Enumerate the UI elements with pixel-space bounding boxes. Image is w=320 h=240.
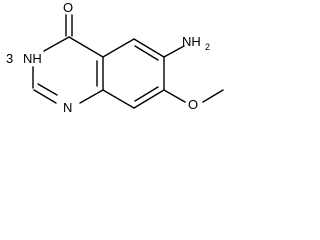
bond-c5-c6-inner: [134, 45, 159, 61]
bond-c4-n3: [43, 36, 70, 52]
bond-c2-n1-double-2: [37, 83, 58, 96]
atom-labels: O 3 NH N NH 2 O: [6, 0, 210, 115]
bond-c2-n1-double-1: [33, 89, 57, 104]
bond-o-ch3: [202, 89, 224, 103]
carbonyl-oxygen-label: O: [63, 0, 73, 15]
bond-c4a-c5: [102, 38, 135, 58]
bond-c7-c8: [133, 89, 165, 109]
ring-nh-prefix-label: 3: [6, 51, 13, 66]
amino-h-subscript: 2: [205, 42, 210, 52]
bonds: [32, 14, 224, 109]
amino-nh-label: NH: [182, 34, 201, 49]
molecule-canvas: O 3 NH N NH 2 O: [0, 0, 228, 136]
ring-nh-label: NH: [23, 51, 42, 66]
bond-c4-c4a: [68, 36, 104, 58]
ring-n-label: N: [63, 100, 72, 115]
methoxy-oxygen-label: O: [188, 97, 198, 112]
bond-c7-c8-inner: [134, 86, 159, 102]
bond-c6-nh2: [163, 45, 185, 58]
bond-c5-c6: [133, 38, 165, 58]
bond-c8-c8a: [102, 89, 135, 109]
bond-c7-o: [163, 89, 186, 103]
bond-n1-c8a: [79, 89, 104, 104]
structure-drawing: O 3 NH N NH 2 O: [6, 0, 224, 115]
